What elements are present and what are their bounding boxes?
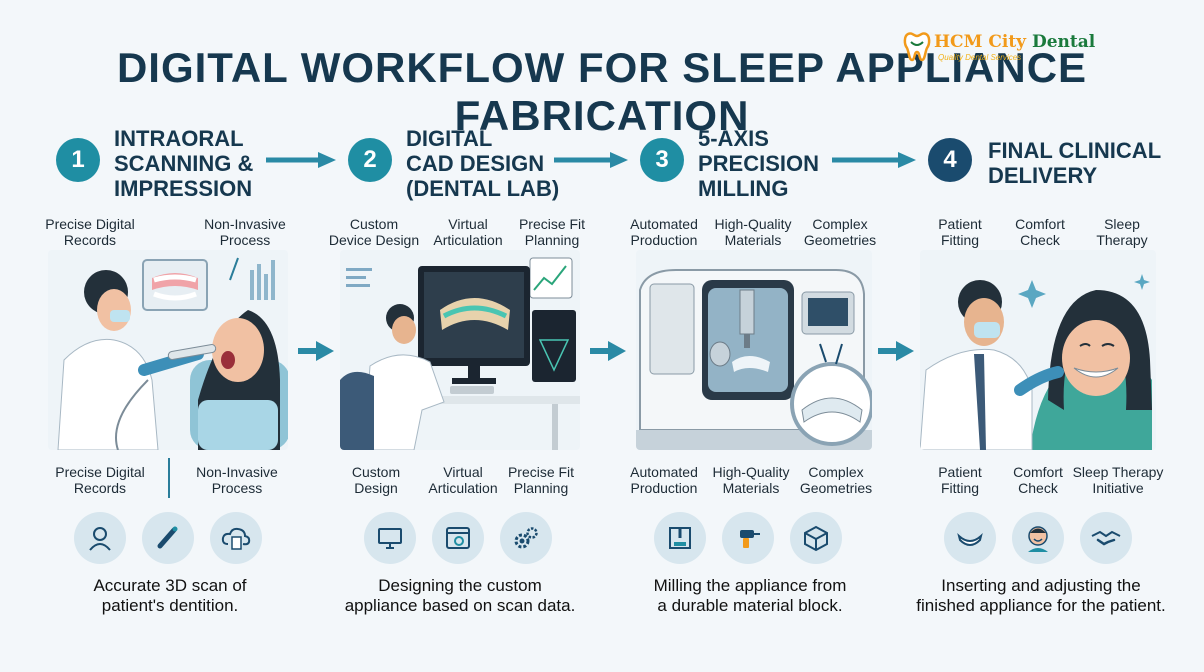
- step-4-top-label-1: Patient Fitting: [938, 216, 982, 248]
- step-1-top-label-2: Non-Invasive Process: [204, 216, 286, 248]
- step-3-badge: 3: [640, 138, 684, 182]
- step-3-top-label-3: Complex Geometries: [803, 216, 877, 248]
- step-4-title: FINAL CLINICAL DELIVERY: [988, 138, 1162, 188]
- gears-icon: [500, 512, 552, 564]
- step-3-bottom-label-3: Complex Geometries: [799, 464, 873, 496]
- step-1-bottom-label-2: Non-Invasive Process: [196, 464, 278, 496]
- tooth-icon: [903, 32, 931, 62]
- mouthguard-icon: [944, 512, 996, 564]
- logo-tagline: Quality Dental Services: [938, 53, 1022, 62]
- step-3-title: 5-AXIS PRECISION MILLING: [698, 126, 820, 201]
- step-4-bottom-label-1: Patient Fitting: [938, 464, 982, 496]
- step-1-caption: Accurate 3D scan of patient's dentition.: [93, 576, 247, 615]
- monitor-icon: [364, 512, 416, 564]
- step-2-top-label-1: Custom Device Design: [328, 216, 420, 248]
- step-4-bottom-label-2: Comfort Check: [1013, 464, 1063, 496]
- step-1-top-label-1: Precise Digital Records: [45, 216, 135, 248]
- step-2-top-label-2: Virtual Articulation: [433, 216, 503, 248]
- arrow-step3-to-step4-top: [832, 152, 916, 168]
- logo-name: HCM City Dental: [934, 32, 1096, 52]
- drill-icon: [722, 512, 774, 564]
- step-4-badge: 4: [928, 138, 972, 182]
- material-block-icon: [790, 512, 842, 564]
- intraoral-scan-illustration: [48, 250, 288, 450]
- patient-avatar-icon: [74, 512, 126, 564]
- step-2-bottom-label-2: Virtual Articulation: [428, 464, 498, 496]
- arrow-step2-to-step3-top: [554, 152, 628, 168]
- step-2-bottom-label-1: Custom Design: [351, 464, 401, 496]
- step-3-caption: Milling the appliance from a durable mat…: [653, 576, 847, 615]
- intraoral-scanner-icon: [142, 512, 194, 564]
- arrow-step2-to-step3-mid: [590, 341, 626, 361]
- step-4-caption: Inserting and adjusting the finished app…: [916, 576, 1166, 615]
- clinical-delivery-illustration: [920, 250, 1156, 450]
- step-3-top-label-1: Automated Production: [630, 216, 698, 248]
- step-1-divider: [168, 458, 170, 498]
- cloud-document-icon: [210, 512, 262, 564]
- handshake-icon: [1080, 512, 1132, 564]
- step-2-top-label-3: Precise Fit Planning: [518, 216, 586, 248]
- cad-design-illustration: [340, 250, 580, 450]
- step-1-bottom-label-1: Precise Digital Records: [55, 464, 145, 496]
- arrow-step1-to-step2-top: [266, 152, 336, 168]
- step-4-top-label-2: Comfort Check: [1015, 216, 1065, 248]
- arrow-step1-to-step2-mid: [298, 341, 334, 361]
- step-2-caption: Designing the custom appliance based on …: [344, 576, 576, 615]
- step-2-badge: 2: [348, 138, 392, 182]
- step-3-top-label-2: High-Quality Materials: [714, 216, 792, 248]
- arrow-step3-to-step4-mid: [878, 341, 914, 361]
- step-3-bottom-label-1: Automated Production: [630, 464, 698, 496]
- step-2-bottom-label-3: Precise Fit Planning: [507, 464, 575, 496]
- brand-logo: HCM City Dental Quality Dental Services: [902, 30, 1096, 66]
- step-2-title: DIGITAL CAD DESIGN (DENTAL LAB): [406, 126, 560, 201]
- software-window-icon: [432, 512, 484, 564]
- step-3-bottom-label-2: High-Quality Materials: [712, 464, 790, 496]
- step-1-badge: 1: [56, 138, 100, 182]
- smiling-patient-icon: [1012, 512, 1064, 564]
- milling-machine-illustration: [636, 250, 872, 450]
- step-4-bottom-label-3: Sleep Therapy Initiative: [1072, 464, 1164, 496]
- step-1-title: INTRAORAL SCANNING & IMPRESSION: [114, 126, 254, 201]
- milling-machine-icon: [654, 512, 706, 564]
